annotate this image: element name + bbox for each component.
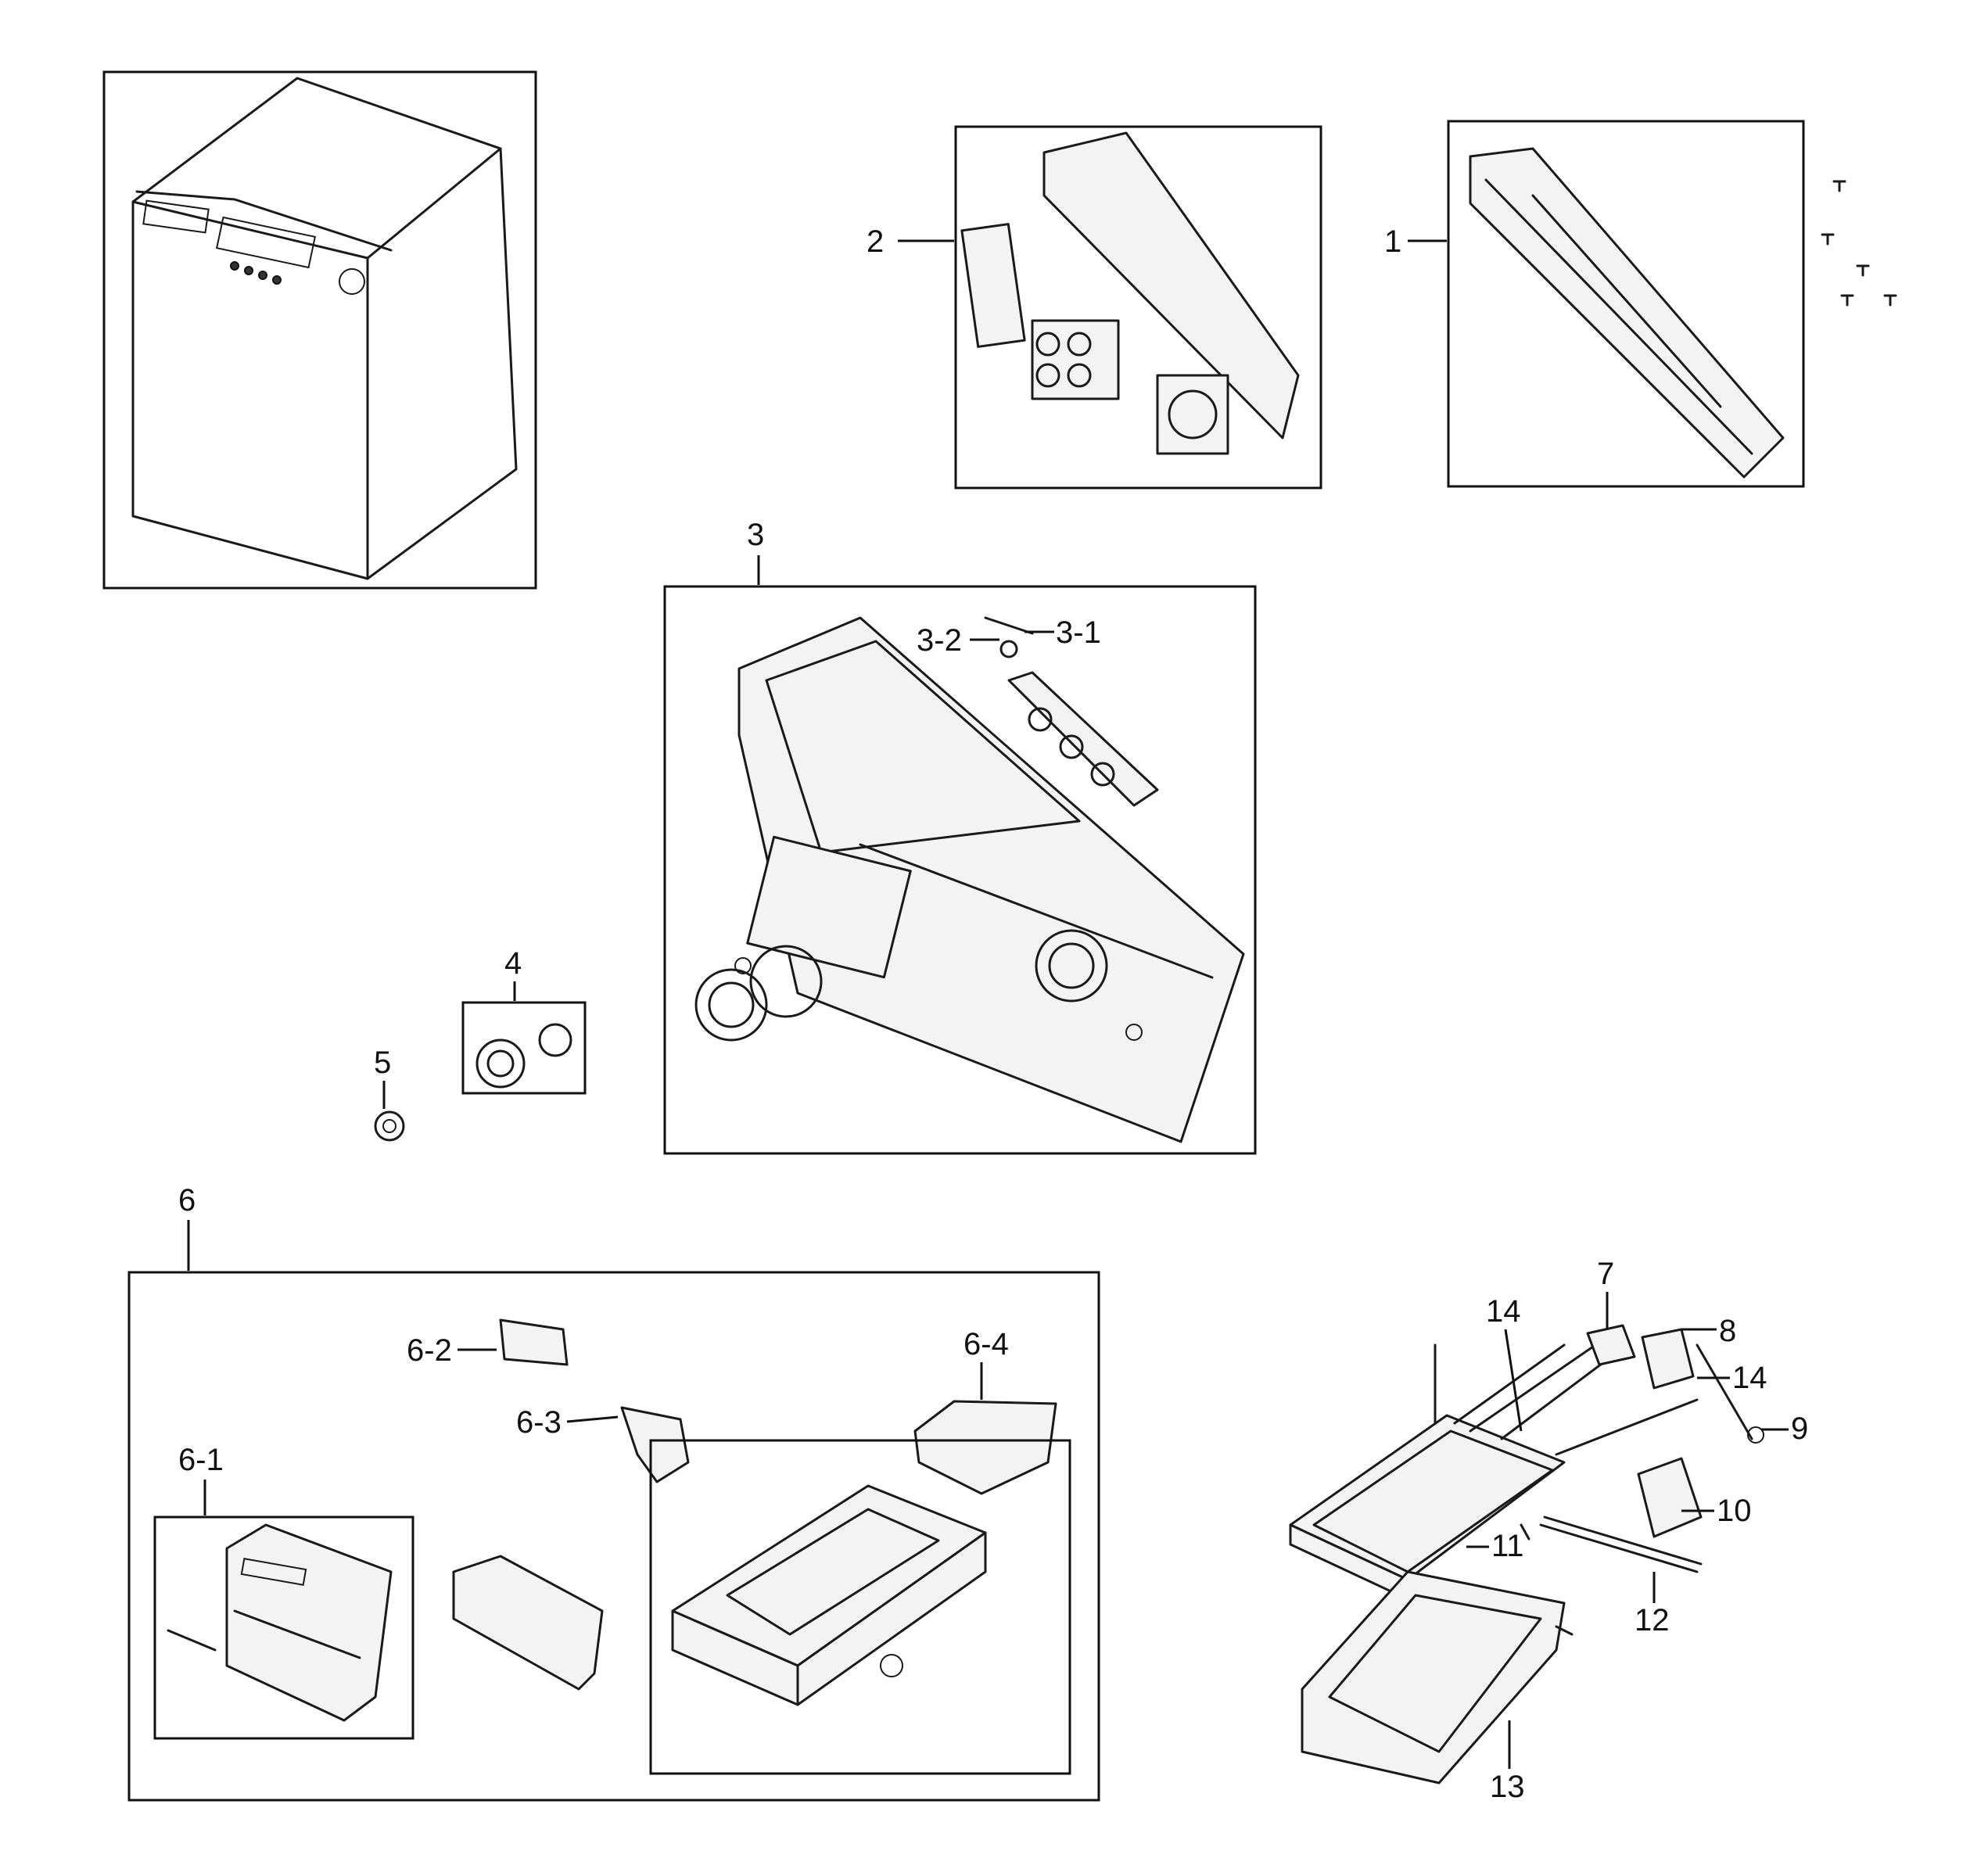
callout-6: 6 [178,1183,196,1218]
callout-2: 2 [867,224,884,259]
part-6-frame [127,1271,1100,1802]
callout-6-3: 6-3 [516,1405,562,1440]
part-6-1-frame [153,1516,414,1740]
callout-3-1: 3-1 [1056,615,1101,650]
callout-3: 3 [747,518,764,552]
callout-6-2: 6-2 [407,1333,452,1368]
callout-11: 11 [1491,1529,1524,1563]
callout-13: 13 [1490,1770,1525,1804]
callout-4: 4 [504,946,522,981]
callout-10: 10 [1717,1494,1752,1528]
callout-6-4: 6-4 [963,1327,1009,1361]
part-3-frame [663,585,1257,1155]
washer-overview [102,70,537,590]
part-6-tray-frame [649,1439,1071,1775]
callout-1: 1 [1384,224,1401,259]
part-4-group: 4 [461,946,587,1095]
screws [1821,180,1897,307]
callout-6-1: 6-1 [178,1443,224,1477]
dispenser-assembly: 14 7 8 14 9 10 11 12 13 [1289,1257,1808,1804]
callout-14-left: 14 [1486,1294,1521,1329]
callout-12: 12 [1635,1603,1670,1637]
callout-9: 9 [1791,1411,1808,1446]
callout-14-right: 14 [1732,1361,1767,1395]
part-1-group: 1 [1384,120,1805,488]
part-3-group: 3 3-2 3-1 [663,518,1257,1155]
callout-7: 7 [1597,1257,1614,1291]
washer-overview-frame [102,70,537,590]
callout-3-2: 3-2 [917,623,962,658]
part-2-frame [954,125,1322,490]
part-2-group: 2 [867,125,1322,490]
part-4-frame [461,1001,587,1095]
callout-8: 8 [1719,1314,1736,1348]
part-5-group: 5 [374,1046,405,1142]
part-1-frame [1447,120,1805,488]
callout-5: 5 [374,1046,391,1080]
part-6-group: 6 6-1 6-2 6-3 6-4 [127,1183,1100,1802]
